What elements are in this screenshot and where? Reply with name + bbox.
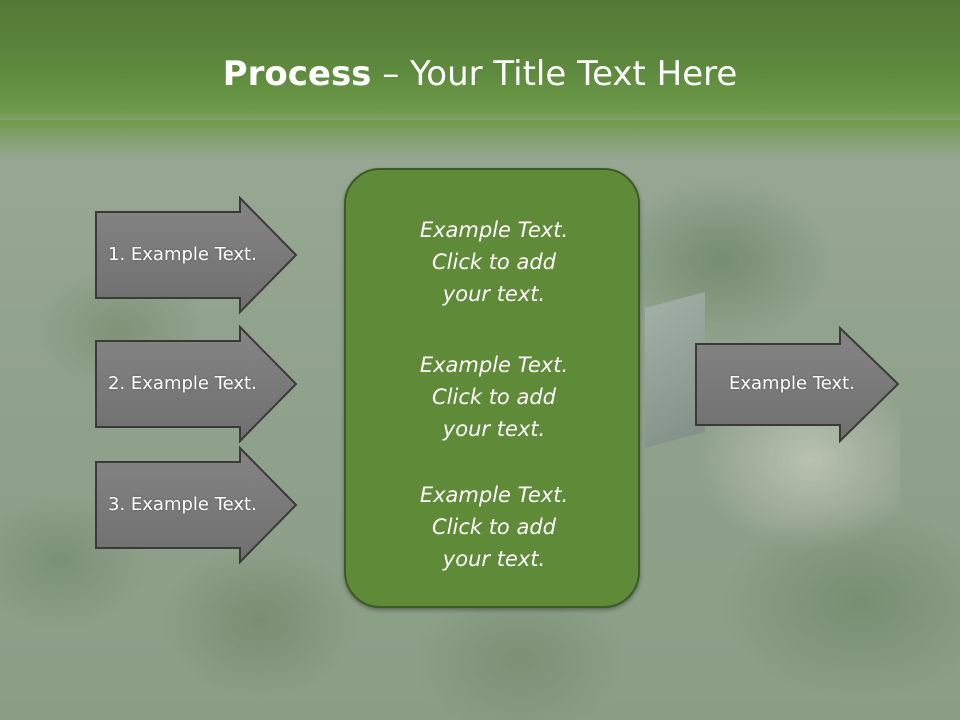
- input-arrow-3[interactable]: [95, 445, 298, 565]
- center-block-2-line-3: your text.: [442, 417, 546, 441]
- title-bold: Process: [222, 54, 372, 94]
- title-bar: [0, 0, 960, 130]
- center-block-2-line-2: Click to add: [431, 385, 556, 409]
- center-text-block-1[interactable]: Example Text. Click to add your text.: [346, 214, 642, 310]
- title-bar-fade: [0, 120, 960, 160]
- output-arrow[interactable]: [695, 325, 900, 444]
- process-center-box[interactable]: Example Text. Click to add your text. Ex…: [344, 168, 640, 608]
- center-block-1-line-2: Click to add: [431, 250, 556, 274]
- input-arrow-1-label: 1. Example Text.: [108, 244, 257, 265]
- slide-title[interactable]: Process – Your Title Text Here: [0, 52, 960, 96]
- title-rest: – Your Title Text Here: [371, 54, 738, 94]
- input-arrow-3-label: 3. Example Text.: [108, 494, 257, 515]
- center-block-1-line-1: Example Text.: [419, 218, 569, 242]
- center-block-2-line-1: Example Text.: [419, 353, 569, 377]
- center-text-block-2[interactable]: Example Text. Click to add your text.: [346, 349, 642, 445]
- input-arrow-2-label: 2. Example Text.: [108, 373, 257, 394]
- input-arrow-1[interactable]: [95, 195, 298, 315]
- center-block-1-line-3: your text.: [442, 282, 546, 306]
- center-block-3-line-3: your text.: [442, 547, 546, 571]
- center-block-3-line-2: Click to add: [431, 515, 556, 539]
- output-arrow-label: Example Text.: [729, 373, 855, 394]
- center-block-3-line-1: Example Text.: [419, 483, 569, 507]
- center-text-block-3[interactable]: Example Text. Click to add your text.: [346, 479, 642, 575]
- input-arrow-2[interactable]: [95, 324, 298, 444]
